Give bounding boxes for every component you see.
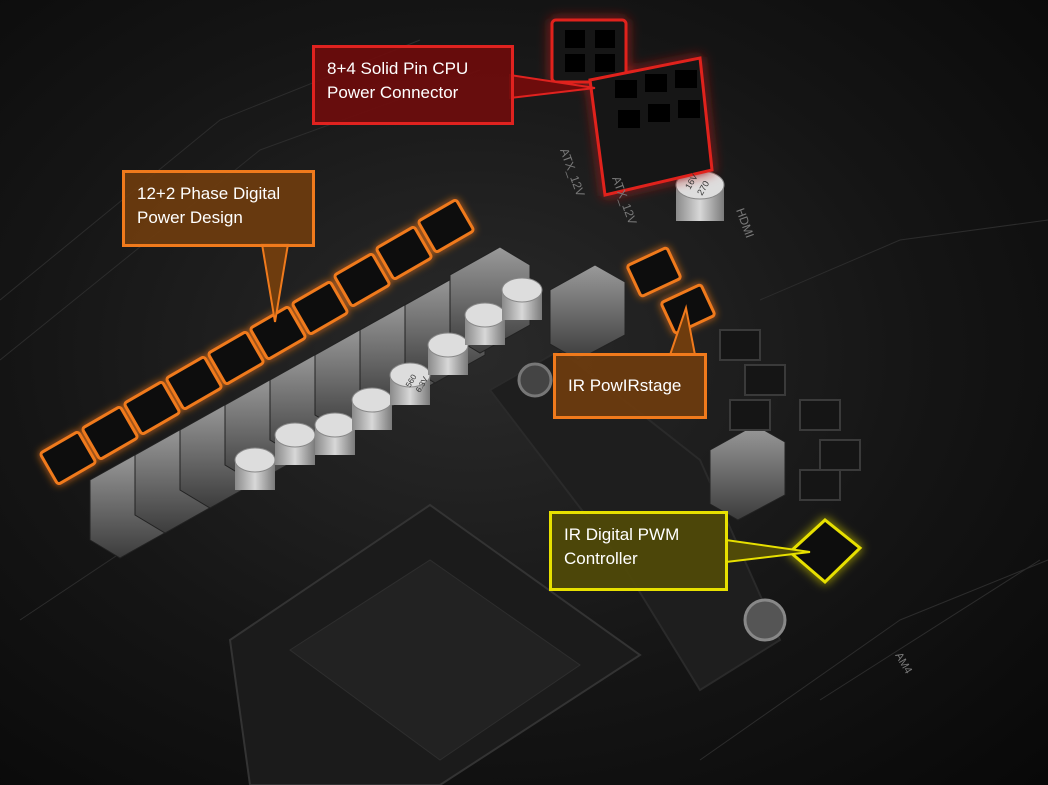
- secondary-mosfets: [719, 329, 861, 501]
- pwm-controller-chip: [787, 518, 863, 585]
- connector-label: ATX_12V: [557, 146, 587, 198]
- phase-mosfets: [39, 199, 475, 485]
- callout-pwm-controller: IR Digital PWM Controller: [549, 511, 728, 591]
- powirstage-chips: [626, 246, 716, 335]
- callout-cpu-power-connector: 8+4 Solid Pin CPU Power Connector: [312, 45, 514, 125]
- callout-pointers: [260, 73, 811, 564]
- socket-label: AM4: [892, 651, 914, 677]
- solid-capacitors: [234, 170, 725, 490]
- cpu-power-connector: [550, 18, 714, 197]
- hdmi-label: HDMI: [733, 206, 757, 240]
- callout-powirstage: IR PowIRstage: [553, 353, 707, 419]
- cpu-socket: [228, 503, 642, 785]
- callout-phase-power-design: 12+2 Phase Digital Power Design: [122, 170, 315, 247]
